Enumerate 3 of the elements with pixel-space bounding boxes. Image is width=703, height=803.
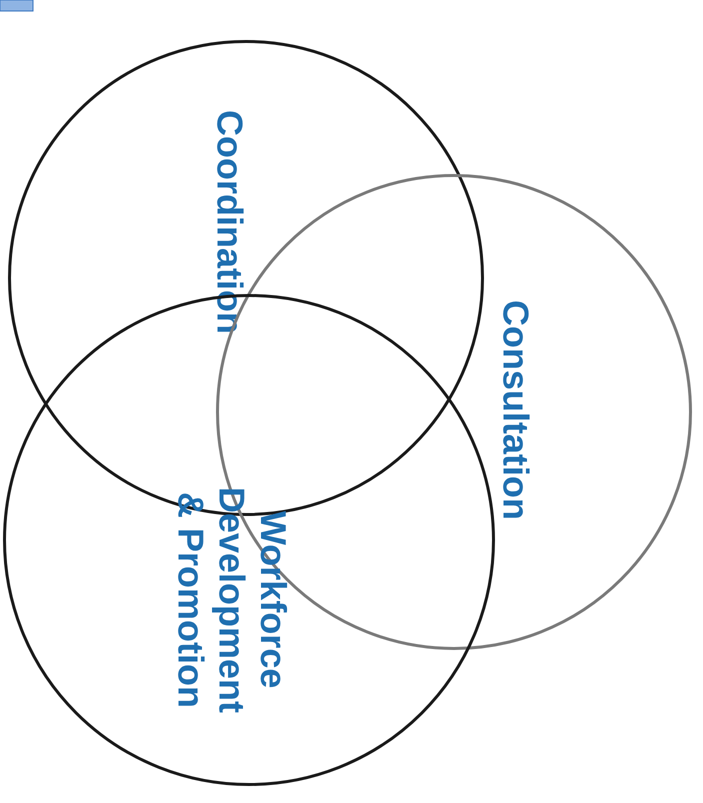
set-label: Workforce Development & Promotion bbox=[170, 486, 294, 714]
set-label: Consultation bbox=[495, 300, 537, 520]
set-label: Coordination bbox=[209, 110, 251, 334]
